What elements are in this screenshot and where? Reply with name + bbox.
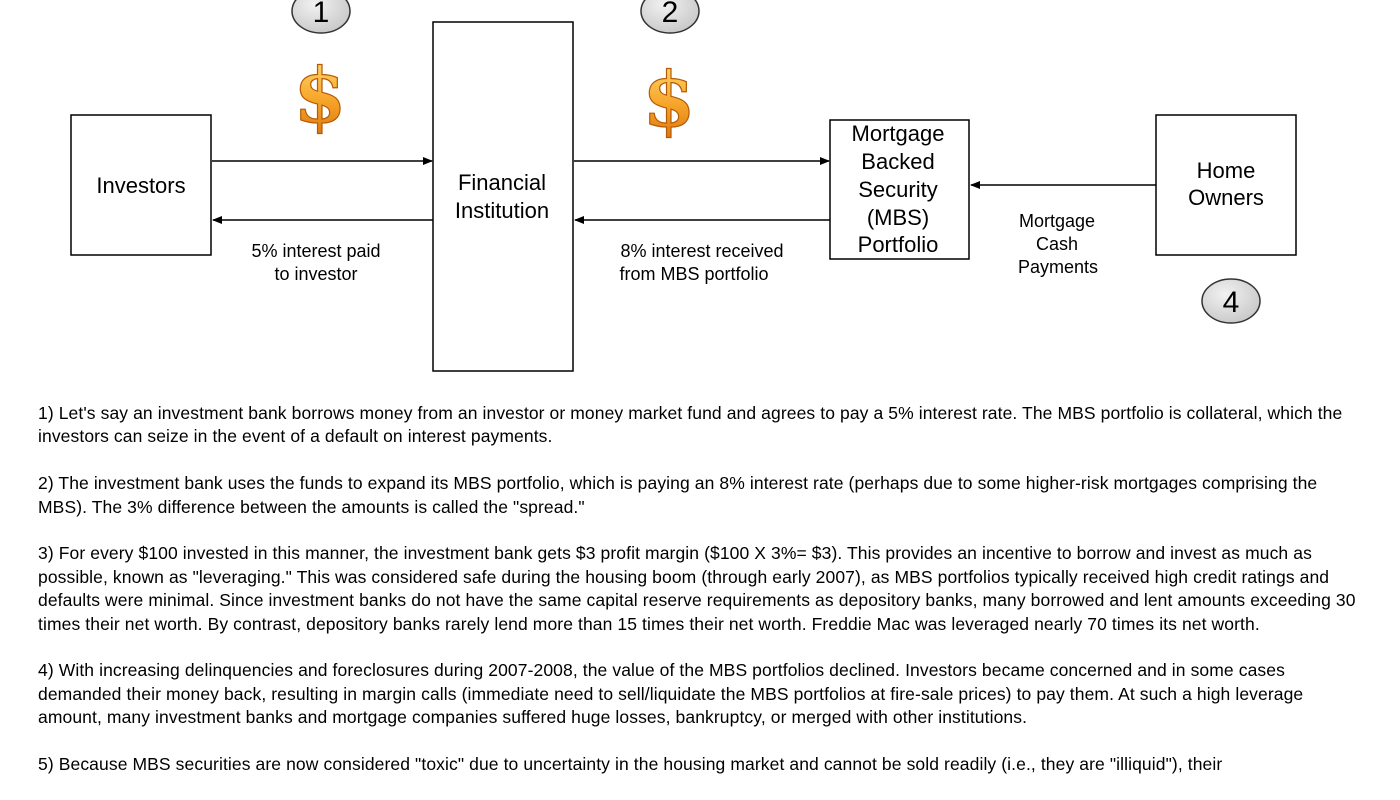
- step-badge-1: 1: [291, 0, 351, 34]
- note-2: 2) The investment bank uses the funds to…: [38, 473, 1318, 517]
- interest-paid-label-line-2: to investor: [274, 264, 357, 284]
- financial-institution-label-line-1: Financial: [458, 170, 546, 195]
- dollar-sign-icon: $: [294, 51, 347, 140]
- home-owners-label-line-2: Owners: [1188, 185, 1264, 210]
- mbs-label-line-2: Backed: [861, 149, 934, 174]
- home-owners-label-line-1: Home: [1197, 158, 1256, 183]
- explanation-notes: 1) Let's say an investment bank borrows …: [38, 402, 1368, 800]
- note-3: 3) For every $100 invested in this manne…: [38, 543, 1356, 634]
- step-badge-2-number: 2: [662, 0, 679, 29]
- step-badge-2: 2: [640, 0, 700, 34]
- mbs-label-line-3: Security: [858, 177, 937, 202]
- step-badge-4-number: 4: [1223, 286, 1240, 319]
- interest-received-label-line-2: from MBS portfolio: [619, 264, 768, 284]
- mbs-portfolio-box: Mortgage Backed Security (MBS) Portfolio: [829, 119, 970, 260]
- step-badge-1-number: 1: [313, 0, 330, 29]
- mortgage-payments-label-line-3: Payments: [1018, 257, 1098, 277]
- mbs-label-line-4: (MBS): [867, 205, 929, 230]
- home-owners-box: Home Owners: [1155, 114, 1297, 256]
- note-4: 4) With increasing delinquencies and for…: [38, 660, 1304, 728]
- mortgage-payments-label-line-1: Mortgage: [1019, 211, 1095, 231]
- interest-received-label-line-1: 8% interest received: [620, 241, 783, 261]
- financial-institution-label-line-2: Institution: [455, 198, 549, 223]
- note-1: 1) Let's say an investment bank borrows …: [38, 403, 1343, 447]
- financial-institution-box: Financial Institution: [432, 21, 574, 372]
- note-5: 5) Because MBS securities are now consid…: [38, 754, 1223, 775]
- mbs-flow-diagram: 1 2 3 4 $ $ Investors Financial Institut…: [70, 0, 1297, 372]
- investors-box: Investors: [70, 114, 212, 256]
- interest-paid-label-line-1: 5% interest paid: [251, 241, 380, 261]
- dollar-sign-icon: $: [643, 55, 696, 144]
- step-badge-4: 4: [1201, 278, 1261, 324]
- mortgage-payments-label-line-2: Cash: [1036, 234, 1078, 254]
- mbs-label-line-5: Portfolio: [858, 232, 939, 257]
- mbs-label-line-1: Mortgage: [852, 121, 945, 146]
- investors-label: Investors: [96, 173, 185, 198]
